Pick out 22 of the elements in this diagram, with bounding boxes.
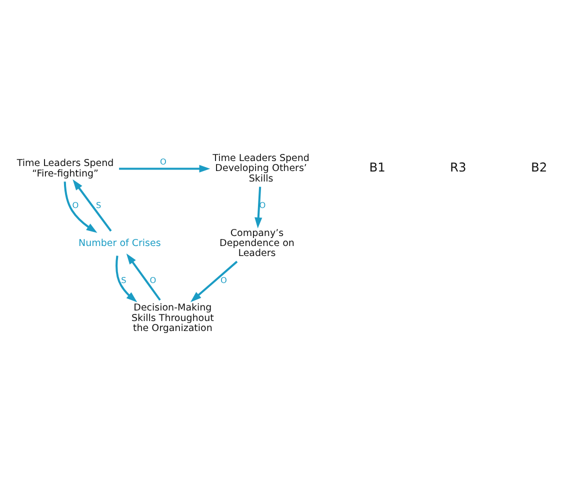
arrow	[254, 186, 262, 228]
edge-label: O	[72, 200, 79, 210]
arrow	[119, 164, 210, 173]
edge-label: O	[220, 274, 227, 285]
node-text: Number of Crises	[78, 238, 161, 250]
label: R3	[450, 160, 466, 175]
arrow	[116, 256, 138, 302]
arrow	[126, 253, 161, 301]
arrow	[64, 182, 98, 233]
edge-label: O	[259, 200, 266, 210]
node-text: Time Leaders Spend Developing Others’ Skills	[212, 153, 310, 184]
edge-label: O	[150, 274, 156, 285]
edge-label: O	[160, 156, 166, 166]
node-text: Time Leaders Spend “Fire-fighting”	[16, 158, 114, 180]
node-text: Decision-Making Skills Throughout the Organization	[131, 302, 214, 334]
arrow	[190, 260, 238, 302]
label: B1	[369, 160, 386, 175]
edge-label: S	[96, 200, 102, 210]
label: B2	[530, 160, 548, 175]
edge-label: S	[121, 274, 126, 285]
arrow	[72, 179, 112, 232]
node-text: Company’s Dependence on Leaders	[220, 228, 294, 260]
